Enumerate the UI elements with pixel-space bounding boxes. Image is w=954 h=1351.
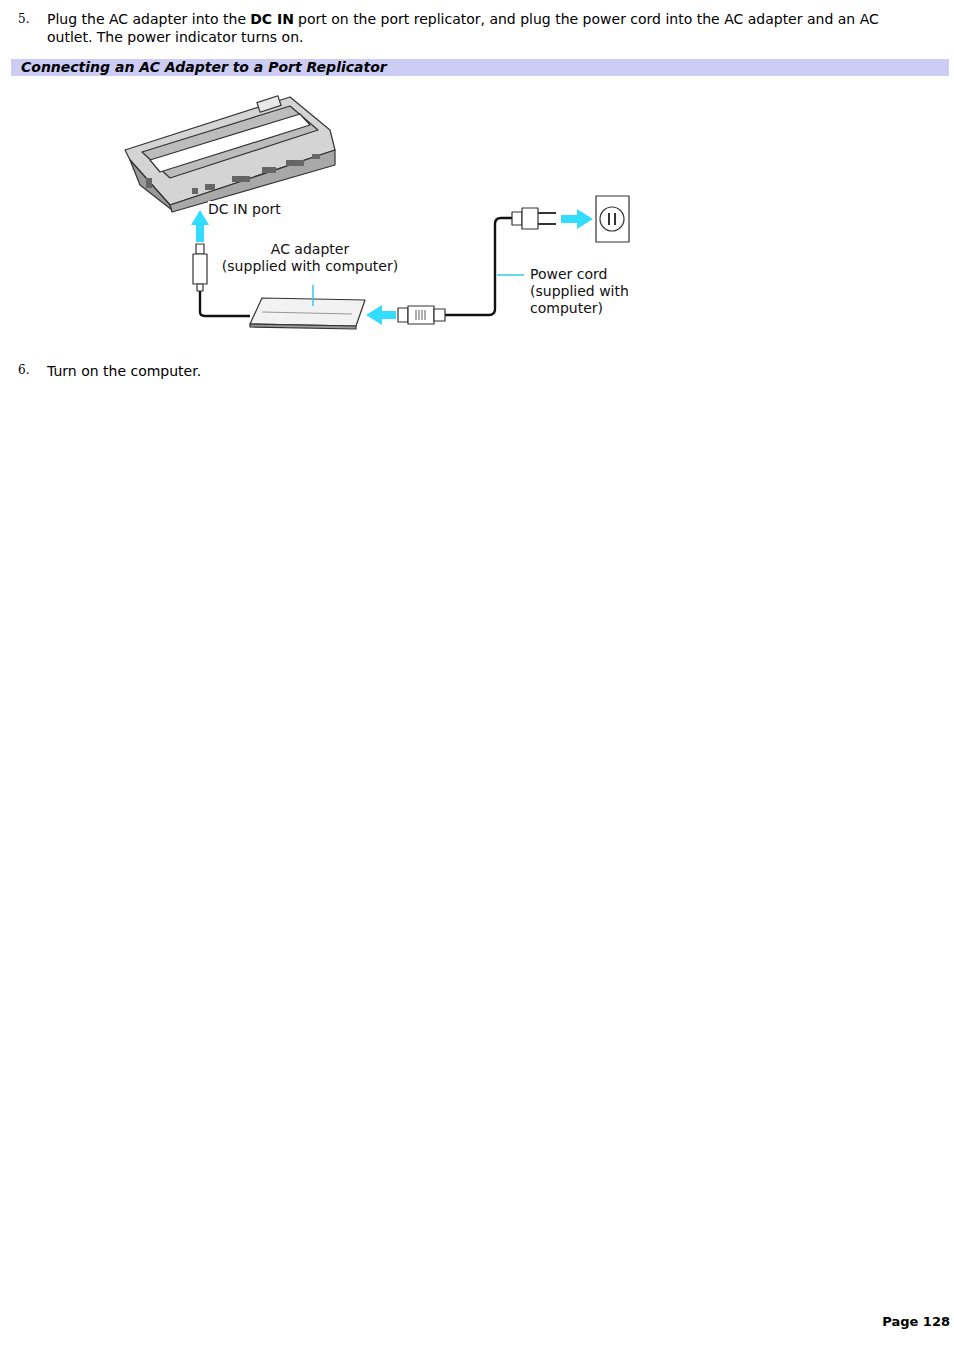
section-title: Connecting an AC Adapter to a Port Repli… <box>21 58 387 76</box>
part-label: AC adapter (supplied with computer) <box>215 241 405 275</box>
step-text: Plug the AC adapter into the <box>47 11 246 27</box>
step-number: 6. <box>18 361 29 379</box>
part-label: Power cord (supplied with computer) <box>530 266 638 317</box>
step-text: Turn on the computer. <box>47 362 201 380</box>
page-number: Page 128 <box>882 1313 950 1331</box>
step-number: 5. <box>18 10 29 28</box>
step-text-bold: DC IN <box>250 11 294 27</box>
part-label: DC IN port <box>208 201 281 218</box>
step-paragraph: Plug the AC adapter into theDC INport on… <box>47 10 927 46</box>
